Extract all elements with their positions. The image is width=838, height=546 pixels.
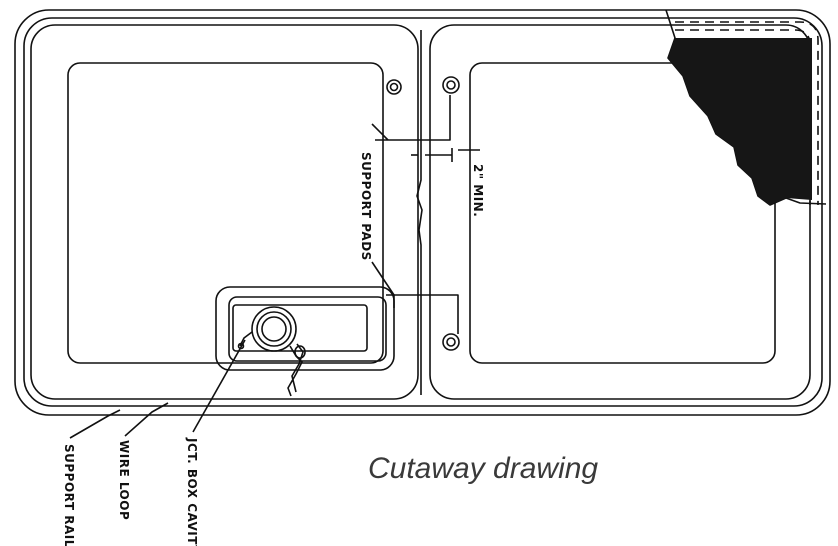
wire-coil	[237, 306, 306, 397]
leader-lines	[69, 339, 246, 439]
jct-box-cavity-label: JCT. BOX CAVITY	[185, 437, 199, 546]
support-pads-label: SUPPORT PADS	[359, 152, 373, 261]
dimension-label: 2" MIN.	[471, 164, 485, 217]
jct-box-cavity	[215, 286, 395, 371]
right-cell	[429, 24, 811, 400]
support-rail-label: SUPPORT RAIL	[62, 444, 76, 546]
support-pads	[386, 76, 460, 351]
wire-loop-label: WIRE LOOP	[117, 440, 131, 520]
left-cell	[30, 24, 419, 400]
outer-slab	[14, 9, 831, 416]
cutaway-fill	[668, 38, 812, 205]
dimension-lines	[371, 95, 480, 334]
center-divider	[416, 30, 423, 395]
cutaway-dashed-lines	[675, 21, 819, 205]
caption: Cutaway drawing	[368, 452, 599, 485]
